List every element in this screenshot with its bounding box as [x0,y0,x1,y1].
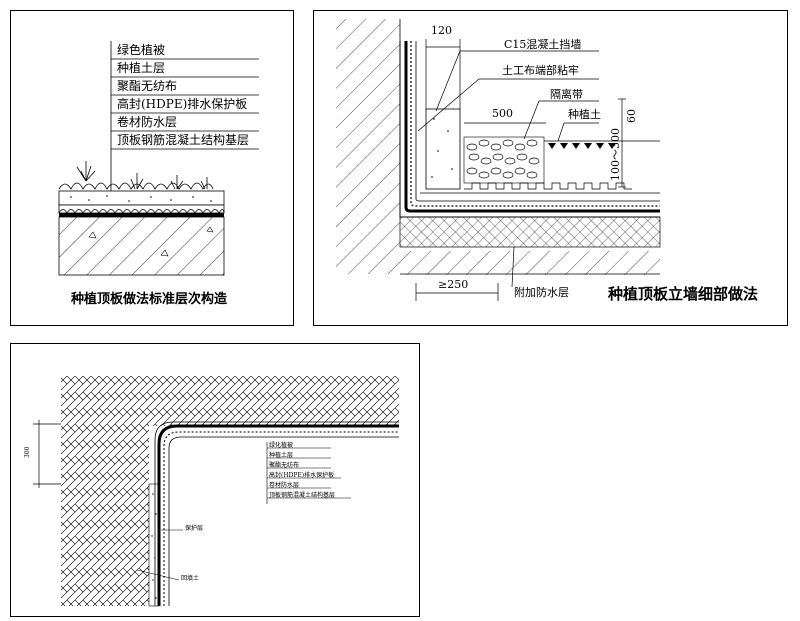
planting-soil [548,143,616,149]
dimension-lines [33,420,61,488]
layer-label-5: 卷材防水层 [269,482,300,489]
leader-lines [110,41,259,211]
concrete-slab [58,216,225,276]
layer-section-drawing [58,41,259,276]
standard-layer-detail-panel: 绿色植被 种植土层 聚酯无纺布 高封(HDPE)排水保护板 卷材防水层 顶板钢筋… [10,10,294,326]
layer-label-1: 绿化植被 [269,442,294,449]
leader-lines [417,50,599,288]
soil-dots [70,195,212,202]
dim-100-300: 100～300 [609,128,622,181]
label-fabric-end: 土工布端部粘牢 [502,64,579,77]
extra-waterproof-layer [399,216,661,248]
roof-slab [400,251,660,275]
panel1-caption: 种植顶板做法标准层次构造 [71,292,228,307]
label-isolation-band: 隔离带 [550,88,583,101]
layer-label-4: 高封(HDPE)排水保护板 [269,472,335,479]
corner-detail-panel: 300 绿化植被 种植土层 聚酯无纺布 高封(HDPE)排水保护板 卷材防水层 … [10,343,420,617]
layer-label-1: 绿色植被 [117,43,166,57]
dim-500: 500 [492,107,513,120]
dim-60: 60 [625,109,638,123]
structural-wall [336,19,400,274]
dim-120: 120 [431,24,452,37]
label-extra-waterproof: 附加防水层 [514,286,569,299]
layer-label-2: 种植土层 [269,452,294,459]
waterproof-membrane [59,213,224,217]
layer-label-3: 聚酯无纺布 [269,462,300,469]
layer-label-6: 顶板钢筋混凝土结构基层 [269,492,336,499]
vegetation [58,161,214,190]
c15-retaining-wall [425,108,461,190]
waterproof-membrane-wall [404,41,660,213]
layer-label-5: 卷材防水层 [117,115,178,129]
layer-label-2: 种植土层 [117,61,166,75]
waterproof-membrane [157,424,399,606]
label-c15-wall: C15混凝土挡墙 [504,38,582,51]
backfill-soil-top [61,376,399,426]
leader-lines [136,442,351,581]
layer-label-4: 高封(HDPE)排水保护板 [117,97,248,111]
wall-junction-drawing [336,19,661,301]
gravel-isolation-band [466,139,540,179]
dim-300: 300 [24,446,31,458]
dim-250: ≥250 [438,278,469,291]
backfill-soil-left [61,426,149,606]
panel2-caption: 种植顶板立墙细部做法 [608,285,759,303]
layer-label-6: 顶板钢筋混凝土结构基层 [117,133,250,147]
corner-section-drawing [33,376,399,607]
label-backfill: 回填土 [181,575,200,582]
drainage-board [464,182,632,190]
wall-junction-detail-panel: 120 C15混凝土挡墙 土工布端部粘牢 隔离带 500 种植土 100～300… [313,10,788,326]
planting-soil-band [58,190,225,206]
label-protection-layer: 保护层 [185,525,204,532]
layer-label-3: 聚酯无纺布 [117,79,178,93]
label-planting-soil: 种植土 [568,108,601,121]
